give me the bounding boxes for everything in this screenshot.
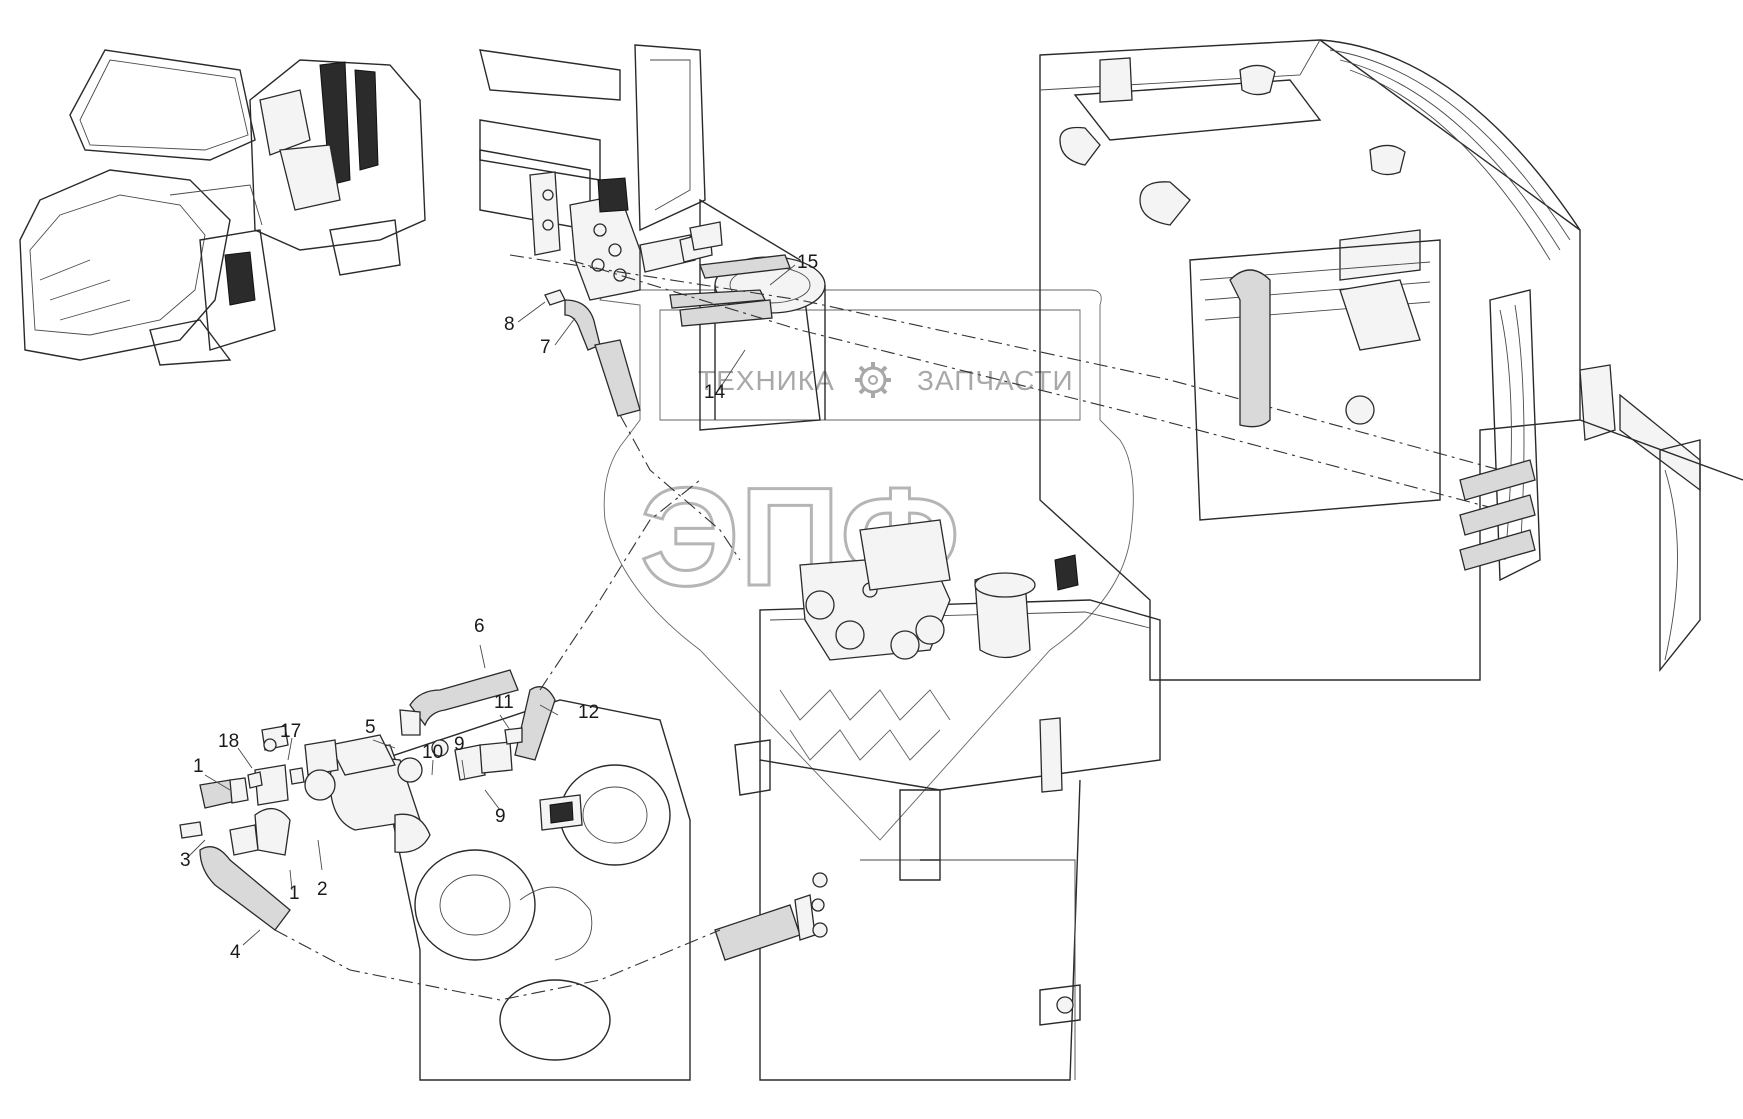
callout-18: 18 (218, 731, 239, 752)
callout-11: 11 (494, 692, 514, 713)
callout-6: 6 (474, 616, 485, 637)
callout-8: 8 (504, 314, 515, 335)
callout-1-lower: 1 (289, 883, 300, 904)
machine-overview (19, 49, 426, 366)
radiator-assembly (1039, 39, 1743, 681)
watermark-right-text: ЗАПЧАСТИ (917, 365, 1074, 396)
callout-3: 3 (180, 850, 191, 871)
gearbox-pump-assembly (179, 479, 721, 1081)
callout-9-lower: 9 (495, 806, 506, 827)
callout-labels: 15 8 7 14 6 11 12 5 18 17 10 9 9 1 3 1 2… (180, 252, 818, 963)
callout-10: 10 (422, 742, 443, 763)
callout-2: 2 (317, 879, 328, 900)
gear-icon (855, 362, 891, 398)
leader-lines (186, 264, 796, 946)
hydraulic-tank (714, 519, 1161, 1081)
callout-17: 17 (280, 721, 301, 742)
callout-14: 14 (704, 382, 726, 403)
callout-12: 12 (578, 702, 599, 723)
callout-1-upper: 1 (193, 756, 204, 777)
callout-5: 5 (365, 717, 376, 738)
callout-7: 7 (540, 337, 551, 358)
callout-4: 4 (230, 942, 241, 963)
callout-9-upper: 9 (454, 734, 465, 755)
watermark-shield-outline (599, 289, 1134, 841)
watermark-left-text: ТЕХНИКА (698, 365, 835, 396)
callout-15: 15 (797, 252, 818, 273)
